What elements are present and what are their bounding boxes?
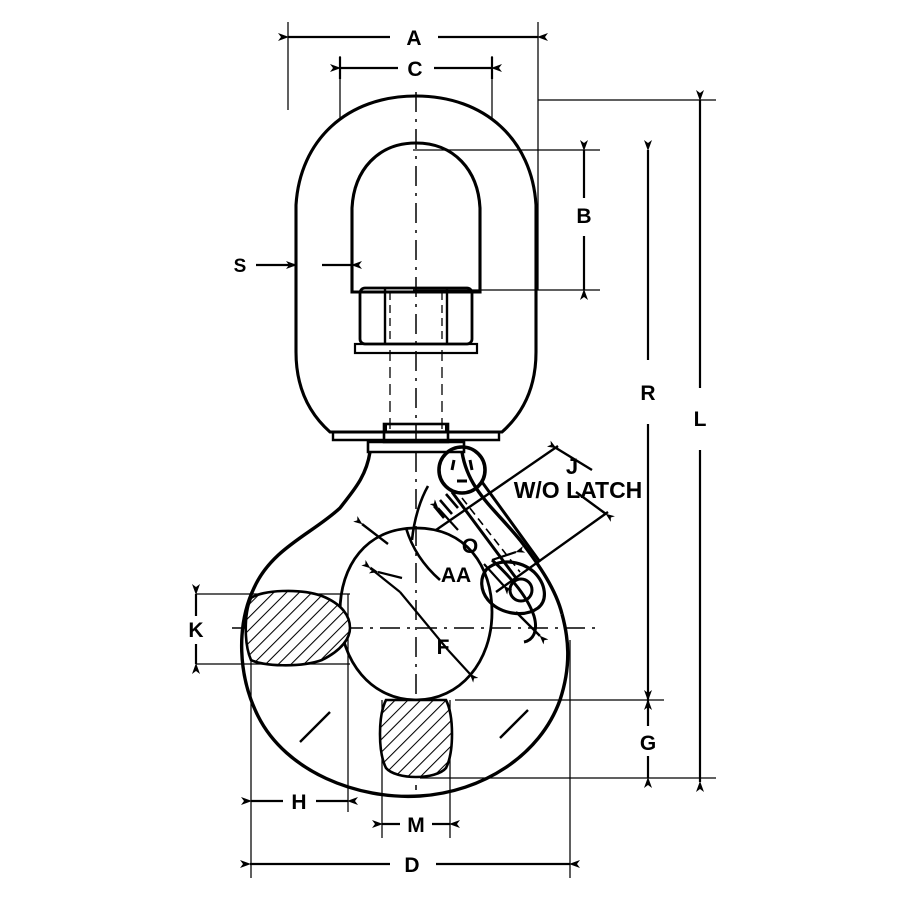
dimension-label-O: O — [462, 535, 478, 558]
swivel-shank — [366, 422, 466, 454]
dimension-H: H — [241, 791, 358, 814]
dimension-label-AA: AA — [441, 564, 471, 587]
dimension-label-F: F — [437, 636, 450, 659]
dimension-label-S: S — [234, 256, 247, 277]
dimension-label-B: B — [576, 205, 591, 228]
dimension-G: G — [640, 690, 656, 788]
dimension-R: R — [640, 140, 656, 710]
note-wo-latch: W/O LATCH — [514, 477, 643, 503]
dimension-label-R: R — [640, 382, 655, 405]
dimension-S: S — [234, 256, 362, 277]
dimension-label-D: D — [404, 854, 419, 877]
dimension-label-C: C — [407, 58, 422, 81]
section-bottom-hatch — [378, 698, 454, 779]
dimension-label-L: L — [694, 408, 707, 431]
dimension-K: K — [188, 584, 204, 674]
dimension-B: B — [576, 140, 592, 300]
throat-tip-arrows — [353, 516, 549, 645]
dimension-A: A — [278, 27, 548, 50]
dimension-L: L — [694, 90, 707, 792]
dimension-AA: AA — [368, 545, 526, 587]
dimension-C: C — [330, 57, 502, 81]
dimension-O: O — [429, 499, 513, 595]
dimension-M: M — [372, 814, 460, 837]
dimension-D: D — [240, 854, 580, 877]
eye-body — [294, 94, 538, 442]
section-leader-ticks — [299, 709, 529, 743]
dimension-label-M: M — [407, 814, 425, 837]
section-left-hatch — [244, 589, 352, 667]
hex-nut — [353, 286, 479, 355]
latch-assembly — [404, 445, 546, 616]
dimension-label-J: J — [566, 454, 578, 479]
dimension-label-G: G — [640, 732, 656, 755]
dimension-label-K: K — [188, 619, 203, 642]
dimension-label-A: A — [406, 27, 421, 50]
dimension-J: J W/O LATCH — [435, 440, 643, 593]
hidden-lines — [389, 350, 443, 432]
dimension-F: F — [361, 559, 479, 683]
dimension-label-H: H — [291, 791, 306, 814]
